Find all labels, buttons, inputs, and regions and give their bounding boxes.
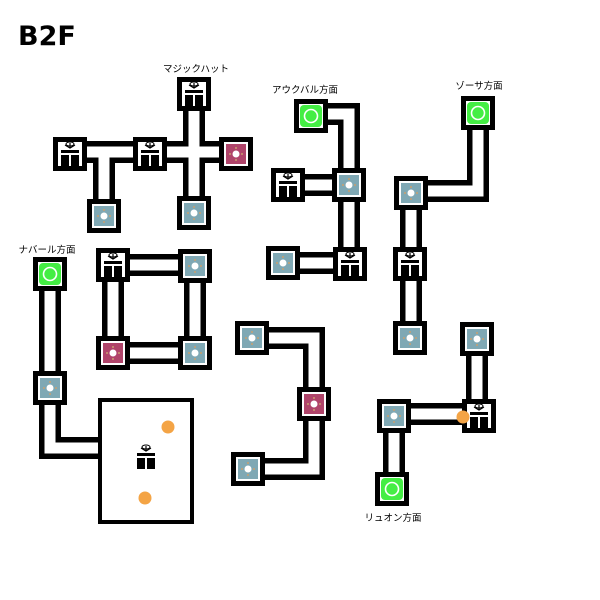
tile-room (33, 371, 67, 405)
floor-tile-icon (184, 203, 204, 223)
exit-room (294, 99, 328, 133)
corridor (44, 274, 104, 454)
switch-tile-icon (103, 343, 123, 363)
tile-room (266, 246, 300, 280)
tile-room (393, 321, 427, 355)
floor-tile-icon (273, 253, 293, 273)
corridor-wall (39, 274, 104, 459)
floor-tile-icon (384, 406, 404, 426)
treasure-chest-icon (141, 141, 159, 166)
chest-room (393, 247, 427, 281)
treasure-chest-icon (104, 252, 122, 277)
tile-room (332, 168, 366, 202)
tile-room (235, 321, 269, 355)
chest-room (177, 77, 211, 111)
tile-room (178, 336, 212, 370)
switch-tile-icon (304, 394, 324, 414)
treasure-chest-icon (470, 403, 488, 428)
switch-tile-icon (226, 144, 246, 164)
tile-room (231, 452, 265, 486)
switch-room (219, 137, 253, 171)
switch-room (96, 336, 130, 370)
tile-room (460, 322, 494, 356)
label-aukubal: アウクバル方面 (272, 84, 338, 96)
warp-exit-icon (381, 478, 403, 500)
chest-room (333, 247, 367, 281)
floor-tile-icon (40, 378, 60, 398)
exit-room (375, 472, 409, 506)
floor-tile-icon (185, 256, 205, 276)
switch-room (297, 387, 331, 421)
tile-room (177, 196, 211, 230)
floor-tile-icon (242, 328, 262, 348)
tile-room (87, 199, 121, 233)
warp-exit-icon (467, 102, 489, 124)
treasure-chest-icon (185, 81, 203, 106)
floor-tile-icon (400, 328, 420, 348)
treasure-chest-icon (341, 251, 359, 276)
chest-room (133, 137, 167, 171)
floor-tile-icon (238, 459, 258, 479)
floor-tile-icon (401, 183, 421, 203)
chest-room (53, 137, 87, 171)
floor-tile-icon (94, 206, 114, 226)
chest-room (96, 248, 130, 282)
event-marker-icon (456, 410, 470, 424)
tile-room (377, 399, 411, 433)
corridor (388, 339, 483, 489)
warp-exit-icon (300, 105, 322, 127)
treasure-chest-icon (61, 141, 79, 166)
exit-room (33, 257, 67, 291)
treasure-chest-icon (401, 251, 419, 276)
tile-room (394, 176, 428, 210)
corridor-wall (400, 113, 489, 338)
chest-room (271, 168, 305, 202)
treasure-chest-icon (279, 172, 297, 197)
label-ryuon: リュオン方面 (364, 512, 421, 524)
exit-room (461, 96, 495, 130)
floor-tile-icon (467, 329, 487, 349)
warp-exit-icon (39, 263, 61, 285)
floor-tile-icon (185, 343, 205, 363)
event-marker-icon (161, 420, 175, 434)
floor-title: B2F (18, 21, 76, 52)
floor-tile-icon (339, 175, 359, 195)
event-marker-icon (138, 491, 152, 505)
treasure-chest-icon (137, 444, 155, 469)
label-navarl: ナバール方面 (18, 244, 75, 256)
tile-room (178, 249, 212, 283)
label-zosa: ゾーサ方面 (455, 80, 502, 92)
label-magic-hat: マジックハット (163, 64, 229, 75)
